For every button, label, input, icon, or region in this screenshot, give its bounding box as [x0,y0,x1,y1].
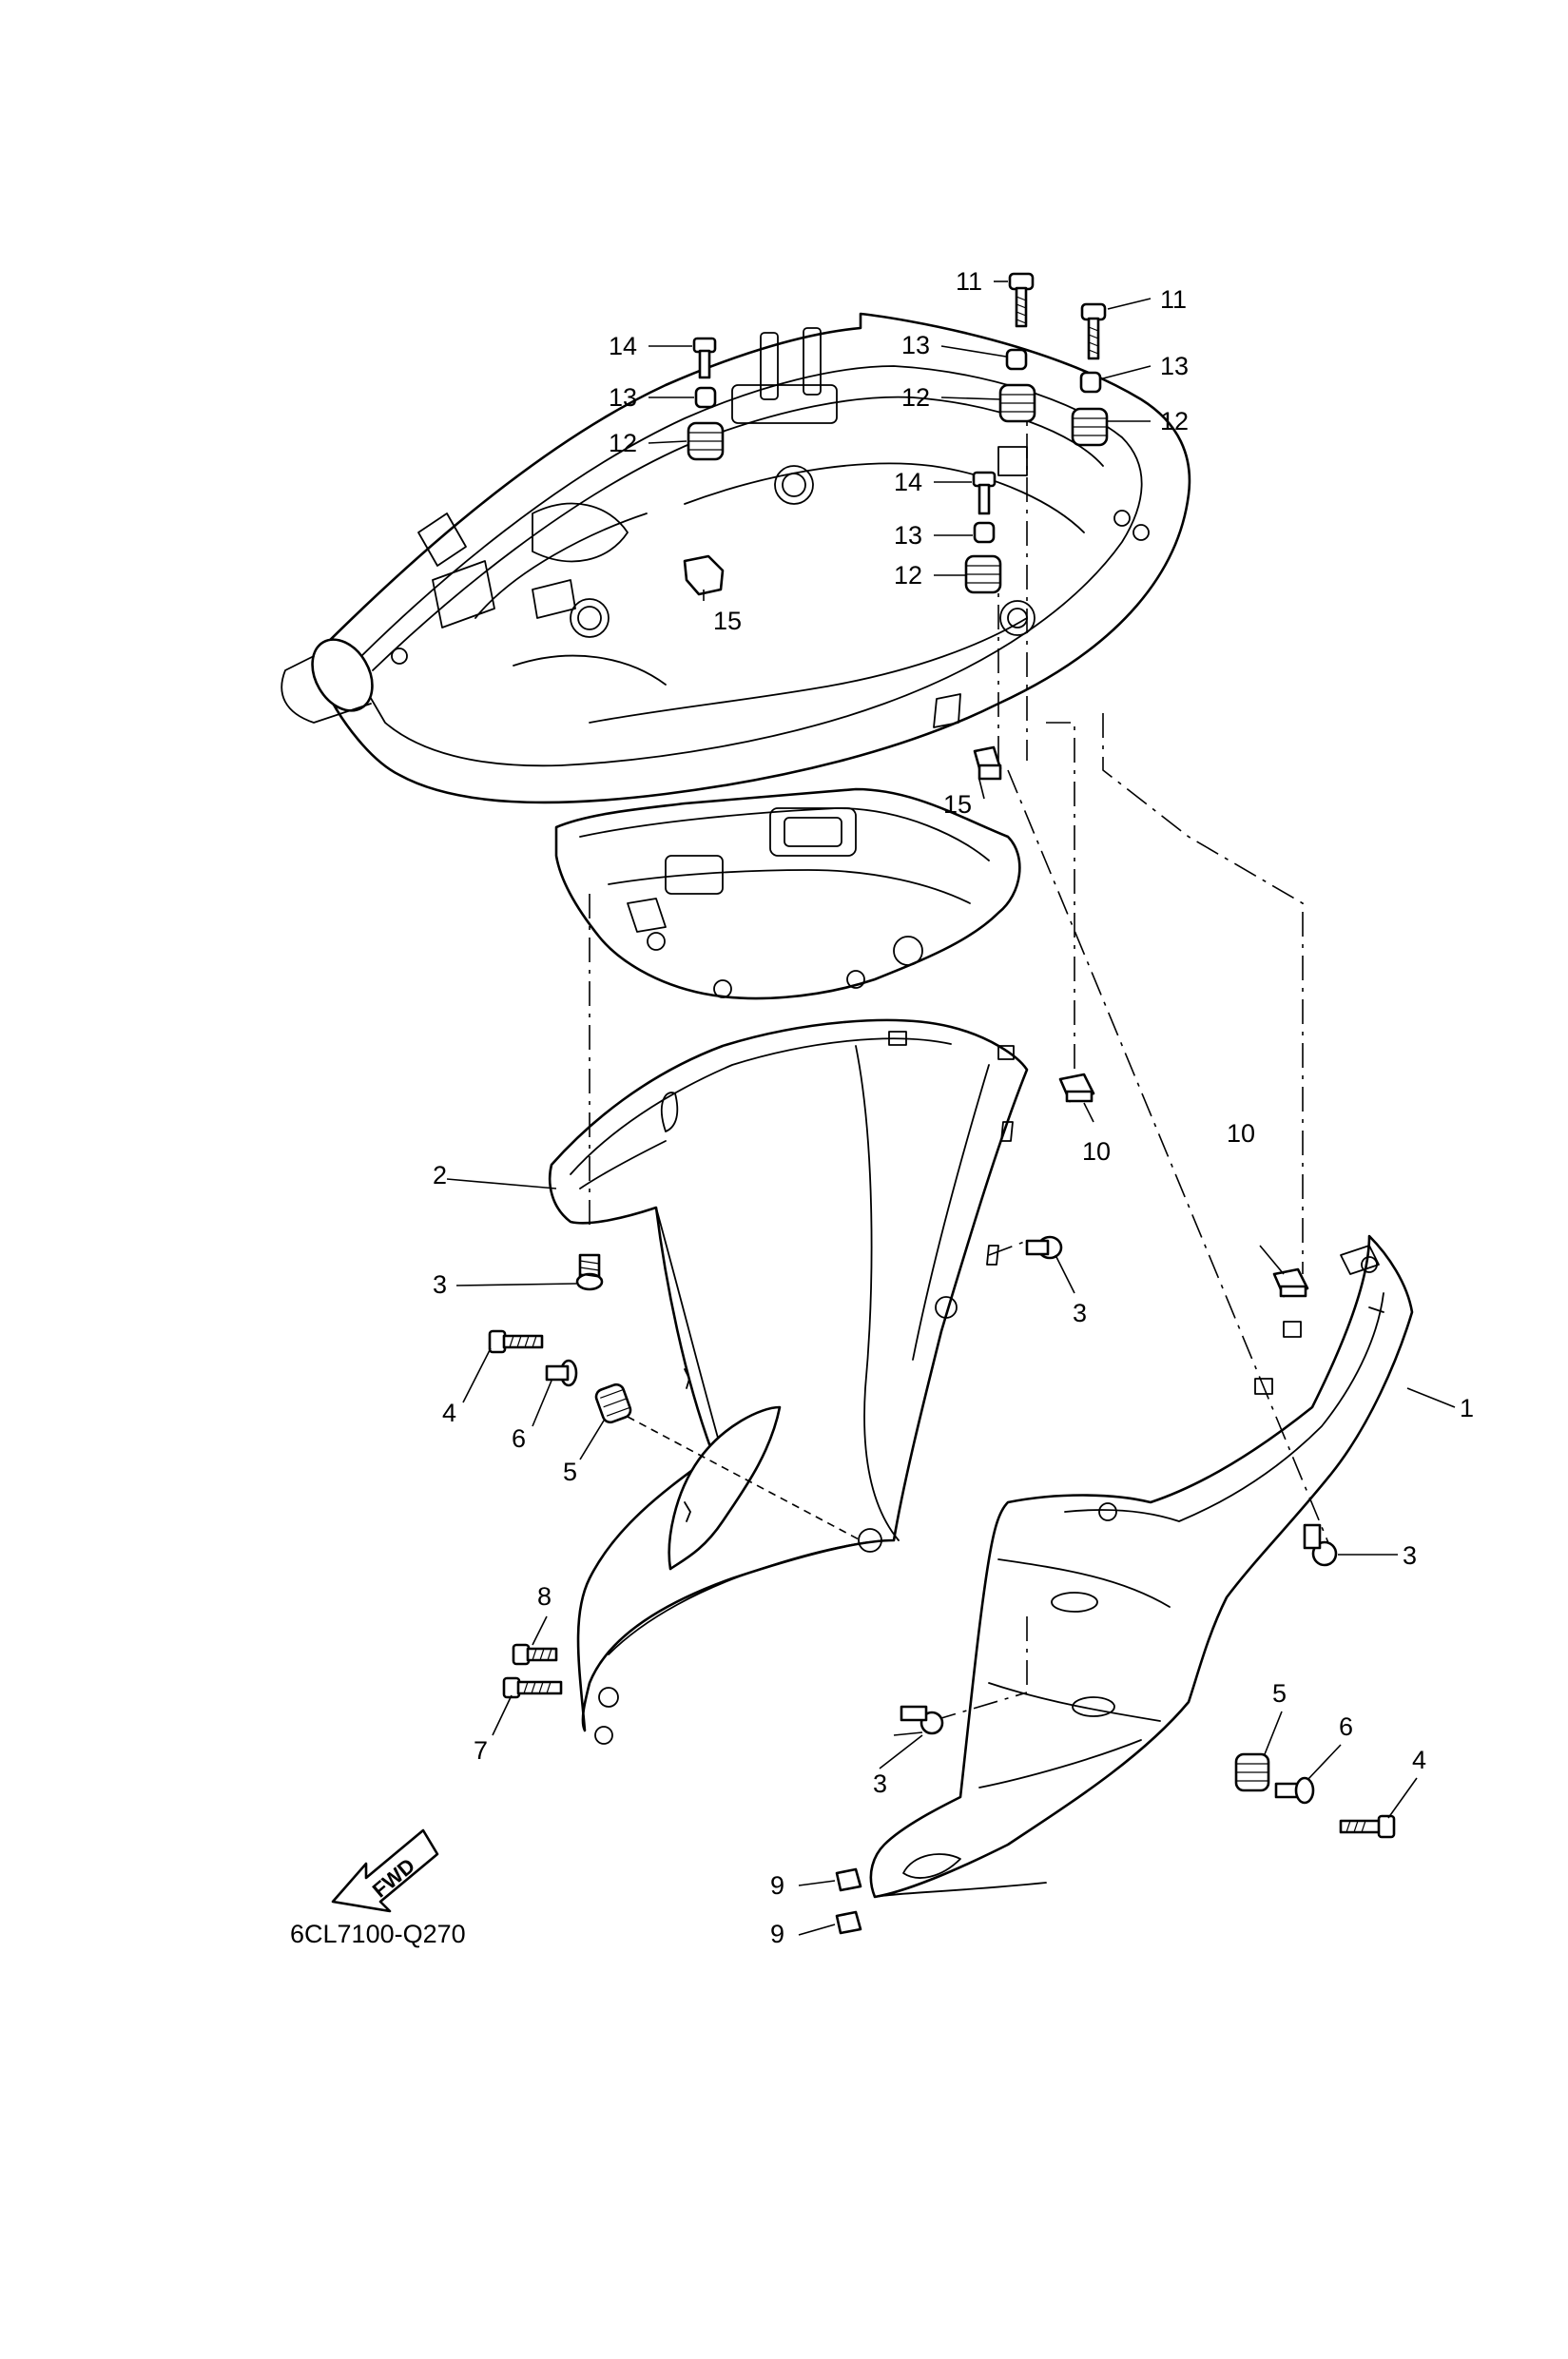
bolt-4-b [1339,1814,1396,1839]
engine-base [554,787,1021,1000]
collar-13-a [1005,348,1028,371]
screw-3-a [575,1253,604,1291]
callout-1: 1 [1460,1394,1474,1422]
fasteners [488,272,1396,1935]
callout-12-a: 12 [901,383,930,412]
callout-5-a: 5 [563,1458,577,1486]
bottom-cowling-starboard [869,1234,1414,1899]
callout-15-b: 15 [943,790,972,819]
callout-13-c: 13 [609,383,637,412]
collar-13-d [973,521,996,544]
grommet-12-d [964,554,1002,594]
callout-4-a: 4 [442,1399,456,1427]
collar-13-b [1079,371,1102,394]
nut-9-b [835,1910,862,1935]
top-cowling [281,312,1191,804]
fwd-arrow-icon: FWD [331,1828,439,1913]
callout-5-b: 5 [1272,1679,1287,1708]
callout-9-a: 9 [770,1871,784,1900]
grommet-5-a [594,1383,632,1424]
callout-12-b: 12 [1160,407,1189,435]
callout-2: 2 [433,1161,447,1189]
callout-13-d: 13 [894,521,922,550]
bottom-cowling-port [548,1018,1029,1745]
callout-13-b: 13 [1160,352,1189,380]
callout-12-c: 12 [609,429,637,457]
callout-labels: 11 11 13 13 12 12 14 13 12 14 13 12 15 1… [433,267,1474,1948]
bracket-15-a [683,554,725,596]
bolt-11-b [1080,302,1107,360]
callout-6-a: 6 [512,1424,526,1453]
collar-6-a [545,1359,578,1387]
clip-10-b [1272,1267,1309,1298]
alignment-lines [589,390,1332,1722]
callout-10-b: 10 [1227,1119,1255,1148]
callout-10-a: 10 [1082,1137,1111,1166]
grommet-12-b [1071,407,1109,447]
bolt-14-a [692,337,717,379]
bracket-15-b [973,745,1002,781]
screw-3-d [900,1705,944,1735]
callout-14-b: 14 [894,468,922,496]
callout-8: 8 [537,1582,552,1611]
callout-12-d: 12 [894,561,922,590]
collar-6-b [1274,1776,1315,1805]
collar-13-c [694,386,717,409]
bolt-11-a [1008,272,1035,328]
grommet-12-c [687,421,725,461]
diagram-code: 6CL7100-Q270 [290,1920,466,1948]
bolt-7 [502,1676,563,1699]
callout-3-d: 3 [873,1769,887,1798]
bolt-14-b [972,471,997,515]
callout-11-b: 11 [1160,285,1187,314]
callout-6-b: 6 [1339,1712,1353,1741]
callout-leaders [446,280,1456,1936]
screw-3-c [1303,1523,1338,1567]
callout-13-a: 13 [901,331,930,359]
callout-11-a: 11 [956,267,982,296]
nut-9-a [835,1867,862,1892]
callout-3-c: 3 [1403,1541,1417,1570]
clip-10-a [1058,1073,1095,1103]
grommet-12-a [998,383,1036,423]
callout-15-a: 15 [713,607,742,635]
callout-3-b: 3 [1073,1299,1087,1327]
grommet-5-b [1234,1752,1270,1792]
callout-9-b: 9 [770,1920,784,1948]
screw-3-b [1025,1235,1063,1260]
screw-8 [512,1643,558,1666]
callout-4-b: 4 [1412,1746,1426,1774]
bolt-4-a [488,1329,544,1354]
callout-3-a: 3 [433,1270,447,1299]
callout-7: 7 [474,1736,488,1765]
callout-14-a: 14 [609,332,637,360]
